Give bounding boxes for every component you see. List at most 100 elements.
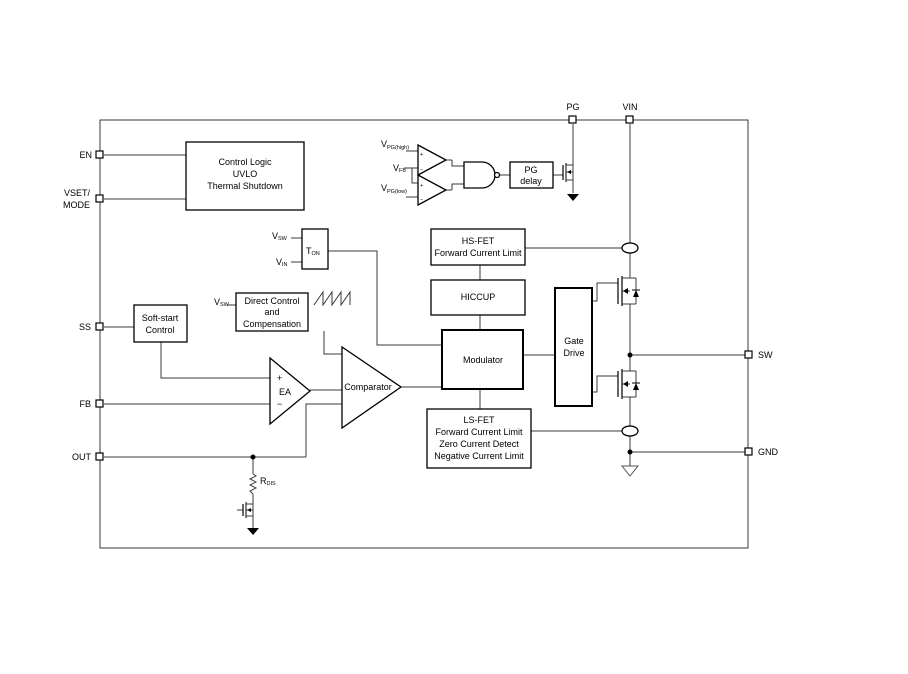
rdis-sub: DIS (267, 481, 277, 487)
pin-pg: PG (566, 102, 580, 124)
pg-delay-block: PG delay (509, 161, 554, 189)
vsw-ton-main: V (272, 231, 278, 241)
ls-current-sense-icon (621, 425, 639, 437)
svg-text:−: − (420, 167, 423, 173)
direct-control-line2: and (264, 307, 279, 317)
ea-minus-label: − (277, 399, 282, 409)
softstart-line2: Control (145, 325, 174, 335)
control-logic-line2: UVLO (233, 169, 258, 179)
svg-text:VFB: VFB (393, 163, 406, 174)
control-logic-block: Control Logic UVLO Thermal Shutdown (185, 141, 305, 211)
pg-comparator-low: + − (417, 173, 448, 207)
ton-label-sub: ON (312, 251, 320, 257)
ton-label-main: T (306, 246, 312, 256)
rdis-ground-icon (247, 528, 259, 535)
vfb-main: V (393, 163, 399, 173)
pin-en-label: EN (79, 150, 92, 160)
modulator-block: Modulator (441, 329, 524, 390)
ls-mosfet-icon (617, 369, 640, 399)
svg-text:−: − (420, 197, 423, 203)
pin-fb-label: FB (79, 399, 91, 409)
pg-delay-line2: delay (520, 176, 542, 186)
pin-out-label: OUT (72, 452, 92, 462)
comparator: Comparator (341, 345, 403, 430)
control-logic-line1: Control Logic (218, 157, 272, 167)
gate-drive-block: Gate Drive (554, 287, 593, 407)
hs-current-sense-icon (621, 242, 639, 254)
vpg-high-main: V (381, 139, 387, 149)
ton-block: TON (301, 228, 329, 270)
error-amplifier: + − EA (269, 356, 312, 426)
softstart-block: Soft-start Control (133, 304, 188, 343)
softstart-line1: Soft-start (142, 313, 179, 323)
ea-label: EA (279, 387, 291, 397)
svg-text:VIN: VIN (276, 257, 288, 268)
vfb-sub: FB (399, 168, 406, 174)
pin-vset-mode: VSET/ MODE (63, 188, 104, 210)
hiccup-block: HICCUP (430, 279, 526, 316)
lsfet-line2: Forward Current Limit (435, 427, 523, 437)
gate-drive-line2: Drive (563, 348, 584, 358)
control-logic-line3: Thermal Shutdown (207, 181, 283, 191)
svg-text:VSW: VSW (214, 297, 230, 308)
pg-ground-icon (567, 194, 579, 201)
vpg-low-main: V (381, 183, 387, 193)
direct-control-line1: Direct Control (244, 296, 299, 306)
hs-mosfet-icon (617, 276, 640, 306)
junction-dot (627, 352, 633, 358)
pg-comparator-high: + − (417, 143, 448, 177)
vin-ton-sub: IN (282, 262, 288, 268)
lsfet-line1: LS-FET (463, 415, 495, 425)
svg-text:VPG(high): VPG(high) (381, 139, 409, 151)
pin-mode-label: MODE (63, 200, 90, 210)
modulator-label: Modulator (463, 355, 503, 365)
nand-gate (463, 161, 501, 189)
rdis-mosfet-icon (237, 502, 254, 518)
pin-ss-label: SS (79, 322, 91, 332)
svg-text:+: + (420, 183, 423, 189)
lsfet-line4: Negative Current Limit (434, 451, 524, 461)
wires (104, 124, 745, 528)
pin-gnd-label: GND (758, 447, 779, 457)
hsfet-block: HS-FET Forward Current Limit (430, 228, 526, 266)
pin-ss: SS (79, 322, 104, 332)
vin-ton-main: V (276, 257, 282, 267)
lsfet-line3: Zero Current Detect (439, 439, 519, 449)
svg-text:VSW: VSW (272, 231, 288, 242)
pin-out: OUT (72, 452, 104, 462)
direct-control-block: Direct Control and Compensation (235, 292, 309, 332)
svg-text:+: + (420, 152, 423, 158)
pg-delay-line1: PG (524, 165, 537, 175)
lsfet-block: LS-FET Forward Current Limit Zero Curren… (426, 408, 532, 469)
vsw-dc-sub: SW (220, 302, 230, 308)
pin-vin-label: VIN (622, 102, 637, 112)
pin-en: EN (79, 150, 104, 160)
ea-plus-label: + (277, 373, 282, 383)
hiccup-label: HICCUP (461, 292, 496, 302)
junction-dot (627, 449, 633, 455)
svg-text:TON: TON (306, 246, 320, 257)
junction-dot (250, 454, 256, 460)
pin-gnd: GND (744, 447, 779, 457)
rdis-main: R (260, 476, 267, 486)
chip-outline (99, 119, 749, 549)
pin-vin: VIN (622, 102, 638, 124)
direct-control-line3: Compensation (243, 319, 301, 329)
pin-sw-label: SW (758, 350, 773, 360)
pin-pg-label: PG (566, 102, 579, 112)
ramp-waveform-icon (313, 290, 351, 307)
gate-drive-line1: Gate (564, 336, 584, 346)
vsw-dc-main: V (214, 297, 220, 307)
vsw-ton-sub: SW (278, 236, 288, 242)
hsfet-line1: HS-FET (462, 236, 495, 246)
hsfet-line2: Forward Current Limit (434, 248, 522, 258)
rdis-resistor-icon (248, 473, 258, 495)
svg-text:RDIS: RDIS (260, 476, 276, 487)
pin-sw: SW (744, 350, 773, 360)
pin-vset-label: VSET/ (64, 188, 91, 198)
vpg-low-sub: PG(low) (387, 189, 407, 195)
vpg-high-sub: PG(high) (387, 145, 409, 151)
pin-fb: FB (79, 399, 104, 409)
svg-text:VPG(low): VPG(low) (381, 183, 407, 195)
